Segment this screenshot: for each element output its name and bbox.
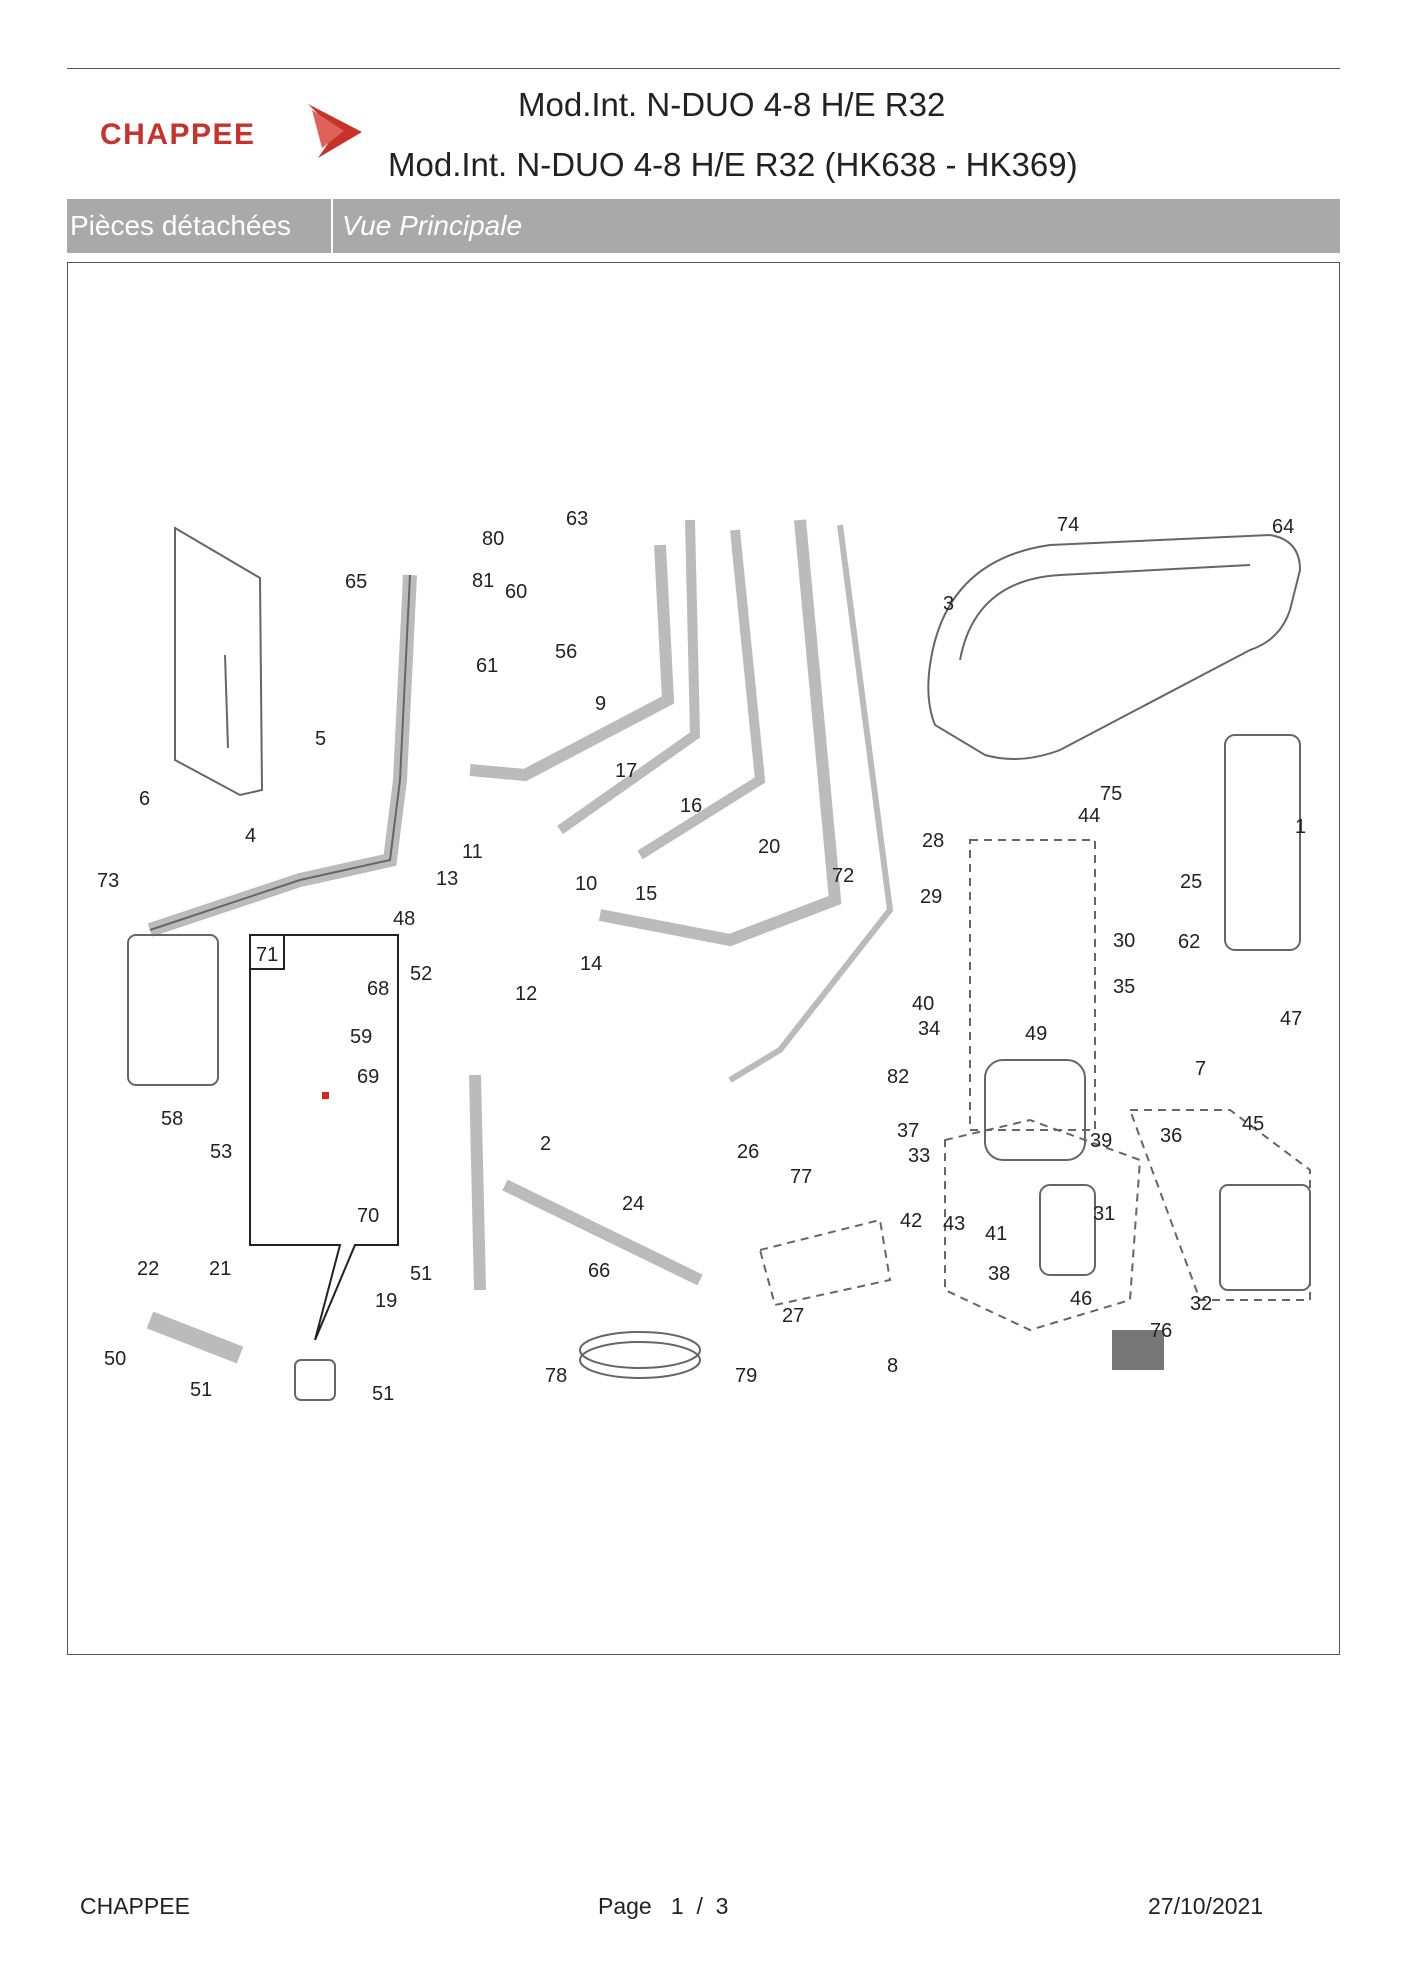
callout-66: 66 [588,1260,610,1282]
callout-11: 11 [462,841,483,863]
callout-12: 12 [515,983,537,1005]
callout-74: 74 [1057,514,1079,536]
expansion-vessel-part [927,533,1302,760]
callout-62: 62 [1178,931,1200,953]
callout-46: 46 [1070,1288,1092,1310]
footer-page-number: Page 1 / 3 [598,1893,729,1919]
header-rule [67,68,1340,69]
callout-26: 26 [737,1141,759,1163]
callout-44: 44 [1078,805,1100,827]
side-panel-part [174,526,264,797]
callout-38: 38 [988,1263,1010,1285]
callout-16: 16 [680,795,702,817]
callout-58: 58 [161,1108,183,1130]
callout-50: 50 [104,1348,126,1370]
callout-17: 17 [615,760,637,782]
callout-28: 28 [922,830,944,852]
callout-76: 76 [1150,1320,1172,1342]
callout-51-c: 51 [372,1383,394,1405]
callout-4: 4 [245,825,256,847]
exploded-view-frame [67,262,1340,1655]
callout-36: 36 [1160,1125,1182,1147]
callout-75: 75 [1100,783,1122,805]
callout-71: 71 [256,944,278,966]
callout-40: 40 [912,993,934,1015]
callout-41: 41 [985,1223,1007,1245]
callout-69: 69 [357,1066,379,1088]
section-bar: Pièces détachées Vue Principale [67,199,1340,253]
callout-59: 59 [350,1026,372,1048]
callout-72: 72 [832,865,854,887]
callout-47: 47 [1280,1008,1302,1030]
brand-logo: CHAPPEE [100,100,370,170]
callout-29: 29 [920,886,942,908]
brand-logo-text: CHAPPEE [100,118,256,151]
callout-56: 56 [555,641,577,663]
callout-43: 43 [943,1213,965,1235]
callout-24: 24 [622,1193,644,1215]
callout-78: 78 [545,1365,567,1387]
callout-48: 48 [393,908,415,930]
callout-68: 68 [367,978,389,1000]
page-subtitle: Mod.Int. N-DUO 4-8 H/E R32 (HK638 - HK36… [388,146,1078,183]
callout-65: 65 [345,571,367,593]
callout-30: 30 [1113,930,1135,952]
callout-77: 77 [790,1166,812,1188]
callout-81: 81 [472,570,494,592]
callout-8: 8 [887,1355,898,1377]
callout-10: 10 [575,873,597,895]
callout-73: 73 [97,870,119,892]
callout-51-a: 51 [190,1379,212,1401]
callout-37: 37 [897,1120,919,1142]
callout-32: 32 [1190,1293,1212,1315]
callout-14: 14 [580,953,602,975]
callout-22: 22 [137,1258,159,1280]
callout-31: 31 [1093,1203,1115,1225]
callout-70: 70 [357,1205,379,1227]
callout-64: 64 [1272,516,1294,538]
callout-25: 25 [1180,871,1202,893]
tab-vue-principale[interactable]: Vue Principale [342,210,523,241]
plate-heat-exchanger-part [127,934,219,1086]
callout-49: 49 [1025,1023,1047,1045]
callout-39: 39 [1090,1130,1112,1152]
callout-9: 9 [595,693,606,715]
callout-51-b: 51 [410,1263,432,1285]
callout-60: 60 [505,581,527,603]
callout-21: 21 [209,1258,231,1280]
logo-swoosh-icon [308,104,362,158]
callout-52: 52 [410,963,432,985]
callout-19: 19 [375,1290,397,1312]
callout-1: 1 [1295,816,1306,838]
callout-6: 6 [139,788,150,810]
callout-61: 61 [476,655,498,677]
page-title: Mod.Int. N-DUO 4-8 H/E R32 [518,86,946,123]
callout-79: 79 [735,1365,757,1387]
callout-80: 80 [482,528,504,550]
callout-34: 34 [918,1018,940,1040]
callout-33: 33 [908,1145,930,1167]
callout-2: 2 [540,1133,551,1155]
callout-45: 45 [1242,1113,1264,1135]
callout-82: 82 [887,1066,909,1088]
footer-date: 27/10/2021 [1148,1893,1264,1919]
footer-brand: CHAPPEE [80,1893,190,1919]
cylinder-part [1224,734,1301,951]
callout-63: 63 [566,508,588,530]
callout-53: 53 [210,1141,232,1163]
callout-3: 3 [943,593,954,615]
callout-5: 5 [315,728,326,750]
callout-7: 7 [1195,1058,1206,1080]
callout-27: 27 [782,1305,804,1327]
callout-15: 15 [635,883,657,905]
tab-pieces-detachees[interactable]: Pièces détachées [67,199,333,253]
callout-35: 35 [1113,976,1135,998]
callout-42: 42 [900,1210,922,1232]
callout-13: 13 [436,868,458,890]
callout-20: 20 [758,836,780,858]
label-plate-part [1112,1330,1164,1370]
